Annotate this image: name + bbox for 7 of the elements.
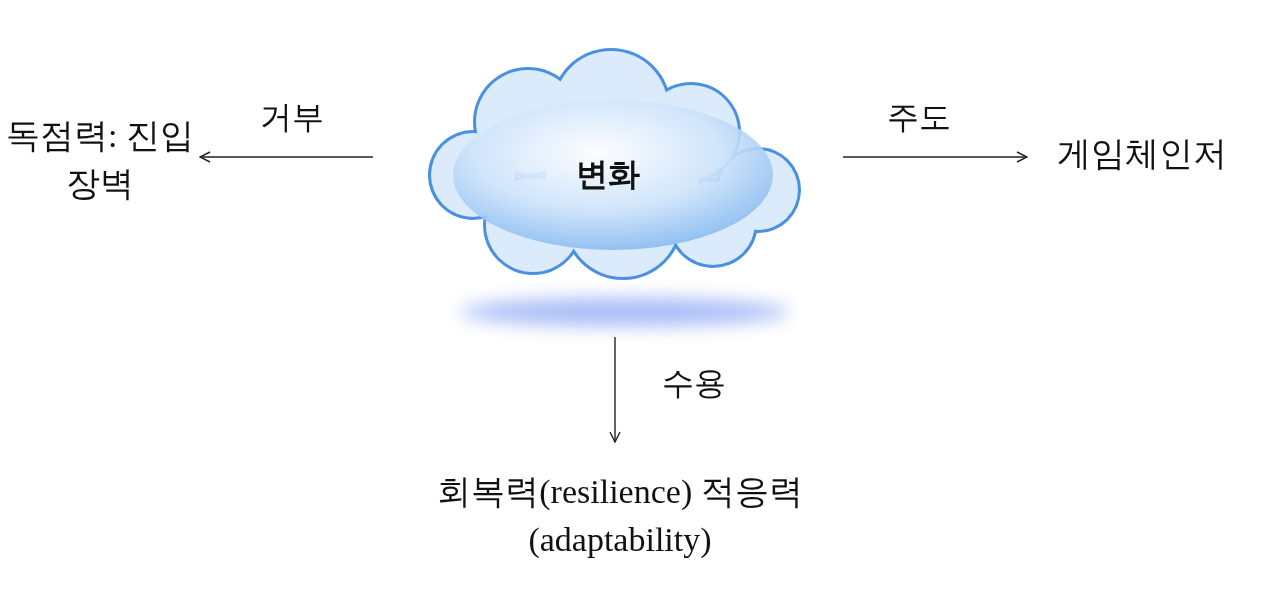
node-label: 게임체인저 <box>1057 134 1227 174</box>
node-label: 회복력(resilience) 적응력(adaptability) <box>436 472 804 560</box>
arrow <box>199 151 374 163</box>
arrow <box>842 151 1028 163</box>
node-label: 독점력: 진입장벽 <box>5 116 195 204</box>
cloud-label: 변화 <box>576 154 640 195</box>
arrow <box>609 336 621 443</box>
